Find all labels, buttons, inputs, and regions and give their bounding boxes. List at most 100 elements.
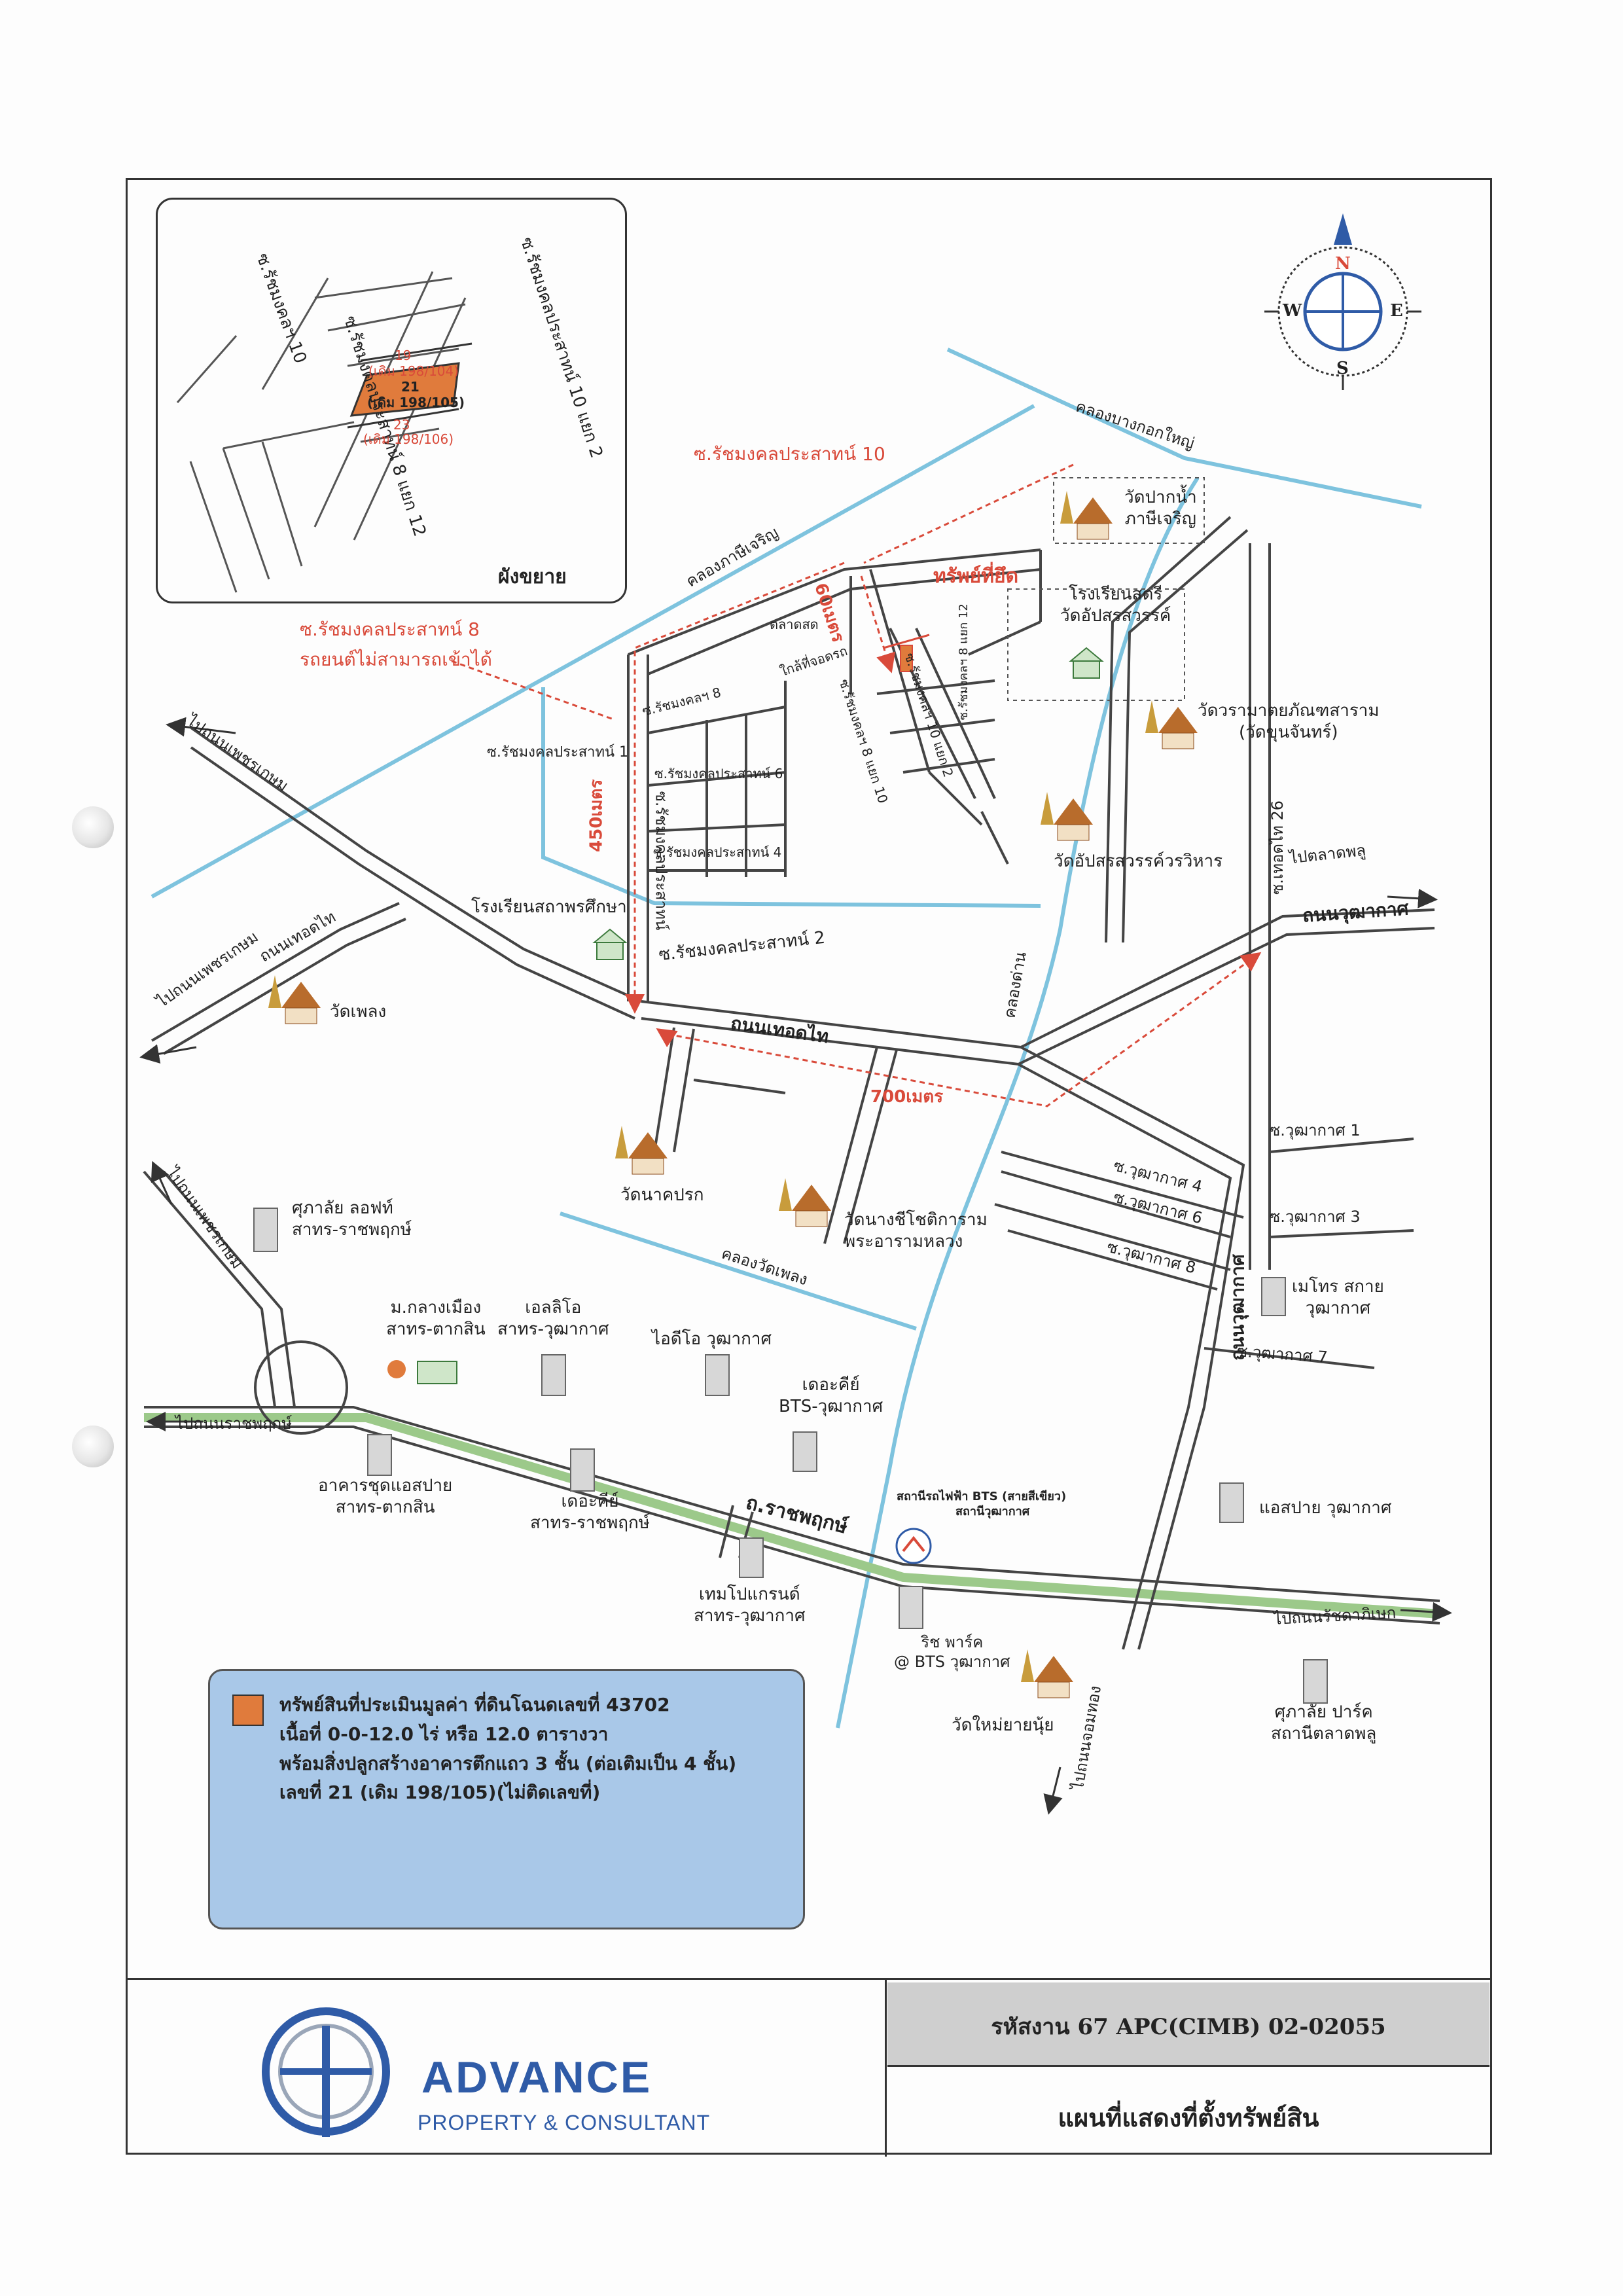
place-line: สาทร-ราชพฤกษ์: [530, 1513, 650, 1533]
place-school-sathaphon: โรงเรียนสถาพรศึกษา: [471, 897, 627, 917]
footer: ADVANCE PROPERTY & CONSULTANT รหัสงาน 67…: [126, 1978, 1492, 2157]
roads: [143, 516, 1440, 1650]
place-wat-paknam: วัดปากน้ำ ภาษีเจริญ: [1124, 487, 1197, 529]
inset-plot-23-old: (เดิม 198/106): [363, 431, 454, 447]
legend-line-2: เนื้อที่ 0-0-12.0 ไร่ หรือ 12.0 ตารางวา: [279, 1723, 609, 1745]
place-supalai-loft: ศุภาลัย ลอฟท์ สาทร-ราชพฤกษ์: [292, 1198, 412, 1240]
label-road-r4: ซ.รัชมงคลประสาทน์ 4: [653, 844, 782, 860]
punch-hole-bottom: [72, 1426, 114, 1467]
building-icons: [253, 1208, 1328, 1704]
compass-rose: [1264, 213, 1421, 390]
place-wat-apson: วัดอัปสรสวรรค์วรวิหาร: [1054, 852, 1223, 871]
place-line: ริช พาร์ค: [921, 1633, 984, 1651]
annotation-700m: 700เมตร: [870, 1087, 944, 1107]
job-code-box: รหัสงาน 67 APC(CIMB) 02-02055: [887, 1982, 1489, 2067]
place-line: สถานีวุฒากาศ: [955, 1504, 1030, 1518]
school-icons: [592, 647, 1104, 960]
place-wat-woraram: วัดวรามาตยภัณฑสาราม (วัดขุนจันทร์): [1198, 700, 1380, 743]
place-line: @ BTS วุฒากาศ: [894, 1653, 1010, 1671]
place-line: สาทร-วุฒากาศ: [694, 1605, 806, 1626]
inset-plot-19-old: (เดิม 198/104): [368, 363, 459, 379]
map-title: แผนที่แสดงที่ตั้งทรัพย์สิน: [1058, 2103, 1319, 2132]
legend-line-1: ทรัพย์สินที่ประเมินมูลค่า ที่ดินโฉนดเลขท…: [279, 1694, 670, 1715]
place-line: สาทร-ตากสิน: [335, 1497, 435, 1517]
place-line: ภาษีเจริญ: [1124, 509, 1196, 529]
place-condo-sathorn: อาคารชุดแอสปาย สาทร-ตากสิน: [318, 1475, 452, 1518]
job-code: รหัสงาน 67 APC(CIMB) 02-02055: [991, 2014, 1386, 2040]
place-supalai-park: ศุภาลัย ปาร์ค สถานีตลาดพลู: [1271, 1702, 1376, 1744]
place-school-satree: โรงเรียนสตรี วัดอัปสรสวรรค์: [1060, 584, 1171, 626]
place-wat-nakprok: วัดนาคปรก: [620, 1185, 704, 1205]
compass-e: E: [1390, 301, 1403, 321]
label-road-w3: ซ.วุฒากาศ 3: [1270, 1208, 1361, 1226]
annotation-subject: ทรัพย์ที่ยึด: [933, 565, 1019, 588]
label-road-w1: ซ.วุฒากาศ 1: [1270, 1121, 1361, 1139]
canals: [151, 348, 1422, 1729]
place-line: วัดวรามาตยภัณฑสาราม: [1198, 701, 1380, 721]
place-bts-station: สถานีรถไฟฟ้า BTS (สายสีเขียว) สถานีวุฒาก…: [897, 1490, 1066, 1519]
place-thekey-rat: เดอะคีย์ สาทร-ราชพฤกษ์: [530, 1491, 650, 1534]
route-60m: [860, 575, 896, 673]
punch-hole-top: [72, 806, 114, 848]
legend-box: ทรัพย์สินที่ประเมินมูลค่า ที่ดินโฉนดเลขท…: [208, 1669, 805, 1929]
canal-bangkok-yai: [946, 348, 1422, 509]
place-line: วัดอัปสรสวรรค์: [1060, 605, 1171, 626]
route-700m: [667, 952, 1262, 1107]
place-line: สาทร-วุฒากาศ: [497, 1319, 609, 1339]
bts-station-icon: [895, 1528, 932, 1564]
place-line: เอลลิโอ: [525, 1298, 582, 1318]
place-line: ศุภาลัย ลอฟท์: [292, 1198, 393, 1218]
compass-n: N: [1335, 254, 1351, 274]
inset-plot-21-no: 21: [401, 379, 419, 395]
inset-subject-parcel: [349, 362, 460, 417]
place-line: ศุภาลัย ปาร์ค: [1274, 1702, 1373, 1722]
place-line: สาทร-ตากสิน: [386, 1319, 486, 1339]
road-wutthakat: [1020, 1046, 1245, 1650]
inset-plot-21-old: (เดิม 198/105): [367, 395, 465, 410]
place-wat-phleng: วัดเพลง: [330, 1002, 387, 1022]
legend-text: ทรัพย์สินที่ประเมินมูลค่า ที่ดินโฉนดเลขท…: [279, 1691, 736, 1808]
annotation-soi10: ซ.รัชมงคลประสาทน์ 10: [694, 443, 885, 465]
annotation-soi8: ซ.รัชมงคลประสาทน์ 8: [300, 619, 480, 640]
label-road-ratchaphruek: ไปถนนราชพฤกษ์: [175, 1414, 293, 1433]
company-subtitle: PROPERTY & CONSULTANT: [418, 2111, 711, 2134]
legend-line-3: พร้อมสิ่งปลูกสร้างอาคารตึกแถว 3 ชั้น (ต่…: [279, 1752, 737, 1774]
annotation-450m: 450เมตร: [586, 779, 607, 852]
place-line: เมโทร สกาย: [1292, 1277, 1384, 1297]
place-line: วุฒากาศ: [1305, 1298, 1371, 1318]
temple-icons: [268, 491, 1198, 1698]
compass-w: W: [1283, 301, 1302, 321]
label-road-thoedthai26: ซ.เทอดไท 26: [1268, 800, 1287, 895]
canal-dan: [836, 476, 1200, 1729]
place-line: วัดปากน้ำ: [1124, 488, 1197, 507]
university-icon: [387, 1360, 457, 1384]
place-wat-mai: วัดใหม่ยายนุ้ย: [952, 1715, 1054, 1735]
place-line: โรงเรียนสตรี: [1069, 584, 1163, 604]
place-line: สถานีรถไฟฟ้า BTS (สายสีเขียว): [897, 1490, 1067, 1503]
place-line: เทมโปแกรนด์: [698, 1585, 800, 1604]
place-line: เดอะคีย์: [561, 1492, 619, 1511]
place-line: BTS-วุฒากาศ: [779, 1396, 883, 1416]
legend-subject-swatch: [232, 1695, 264, 1726]
legend-line-4: เลขที่ 21 (เดิม 198/105)(ไม่ติดเลขที่): [279, 1782, 601, 1804]
annotation-no-car: รถยนต์ไม่สามารถเข้าได้: [300, 649, 492, 670]
route-450m: [625, 562, 845, 1014]
place-line: พระอารามหลวง: [844, 1231, 963, 1251]
place-university: ม.กลางเมือง สาทร-ตากสิน: [386, 1297, 486, 1340]
canal-phasi-charoen: [151, 404, 1035, 899]
label-road-r1: ซ.รัชมงคลประสาทน์ 1: [487, 744, 629, 761]
compass-s: S: [1336, 359, 1349, 378]
place-line: ม.กลางเมือง: [390, 1298, 482, 1318]
place-thekey-bts: เดอะคีย์ BTS-วุฒากาศ: [779, 1374, 883, 1417]
canal-branch: [541, 687, 1041, 908]
road-thoedthai: [641, 908, 1435, 1049]
road-ratchaphruek: [144, 1406, 1440, 1602]
inset-linework: [176, 271, 473, 593]
road-petkasem: [190, 726, 642, 1003]
inset-plot-23-no: 23: [393, 417, 410, 433]
label-road-r-main: ซ.รัชมงคลประสาทน์: [652, 791, 671, 931]
place-lpn: เอลลิโอ สาทร-วุฒากาศ: [497, 1297, 609, 1340]
inset-map: ซ.รัชมงคลฯ 10 ซ.รัชมงคลประสาทน์ 10 แยก 2…: [156, 198, 627, 603]
footer-divider: [885, 1980, 887, 2157]
